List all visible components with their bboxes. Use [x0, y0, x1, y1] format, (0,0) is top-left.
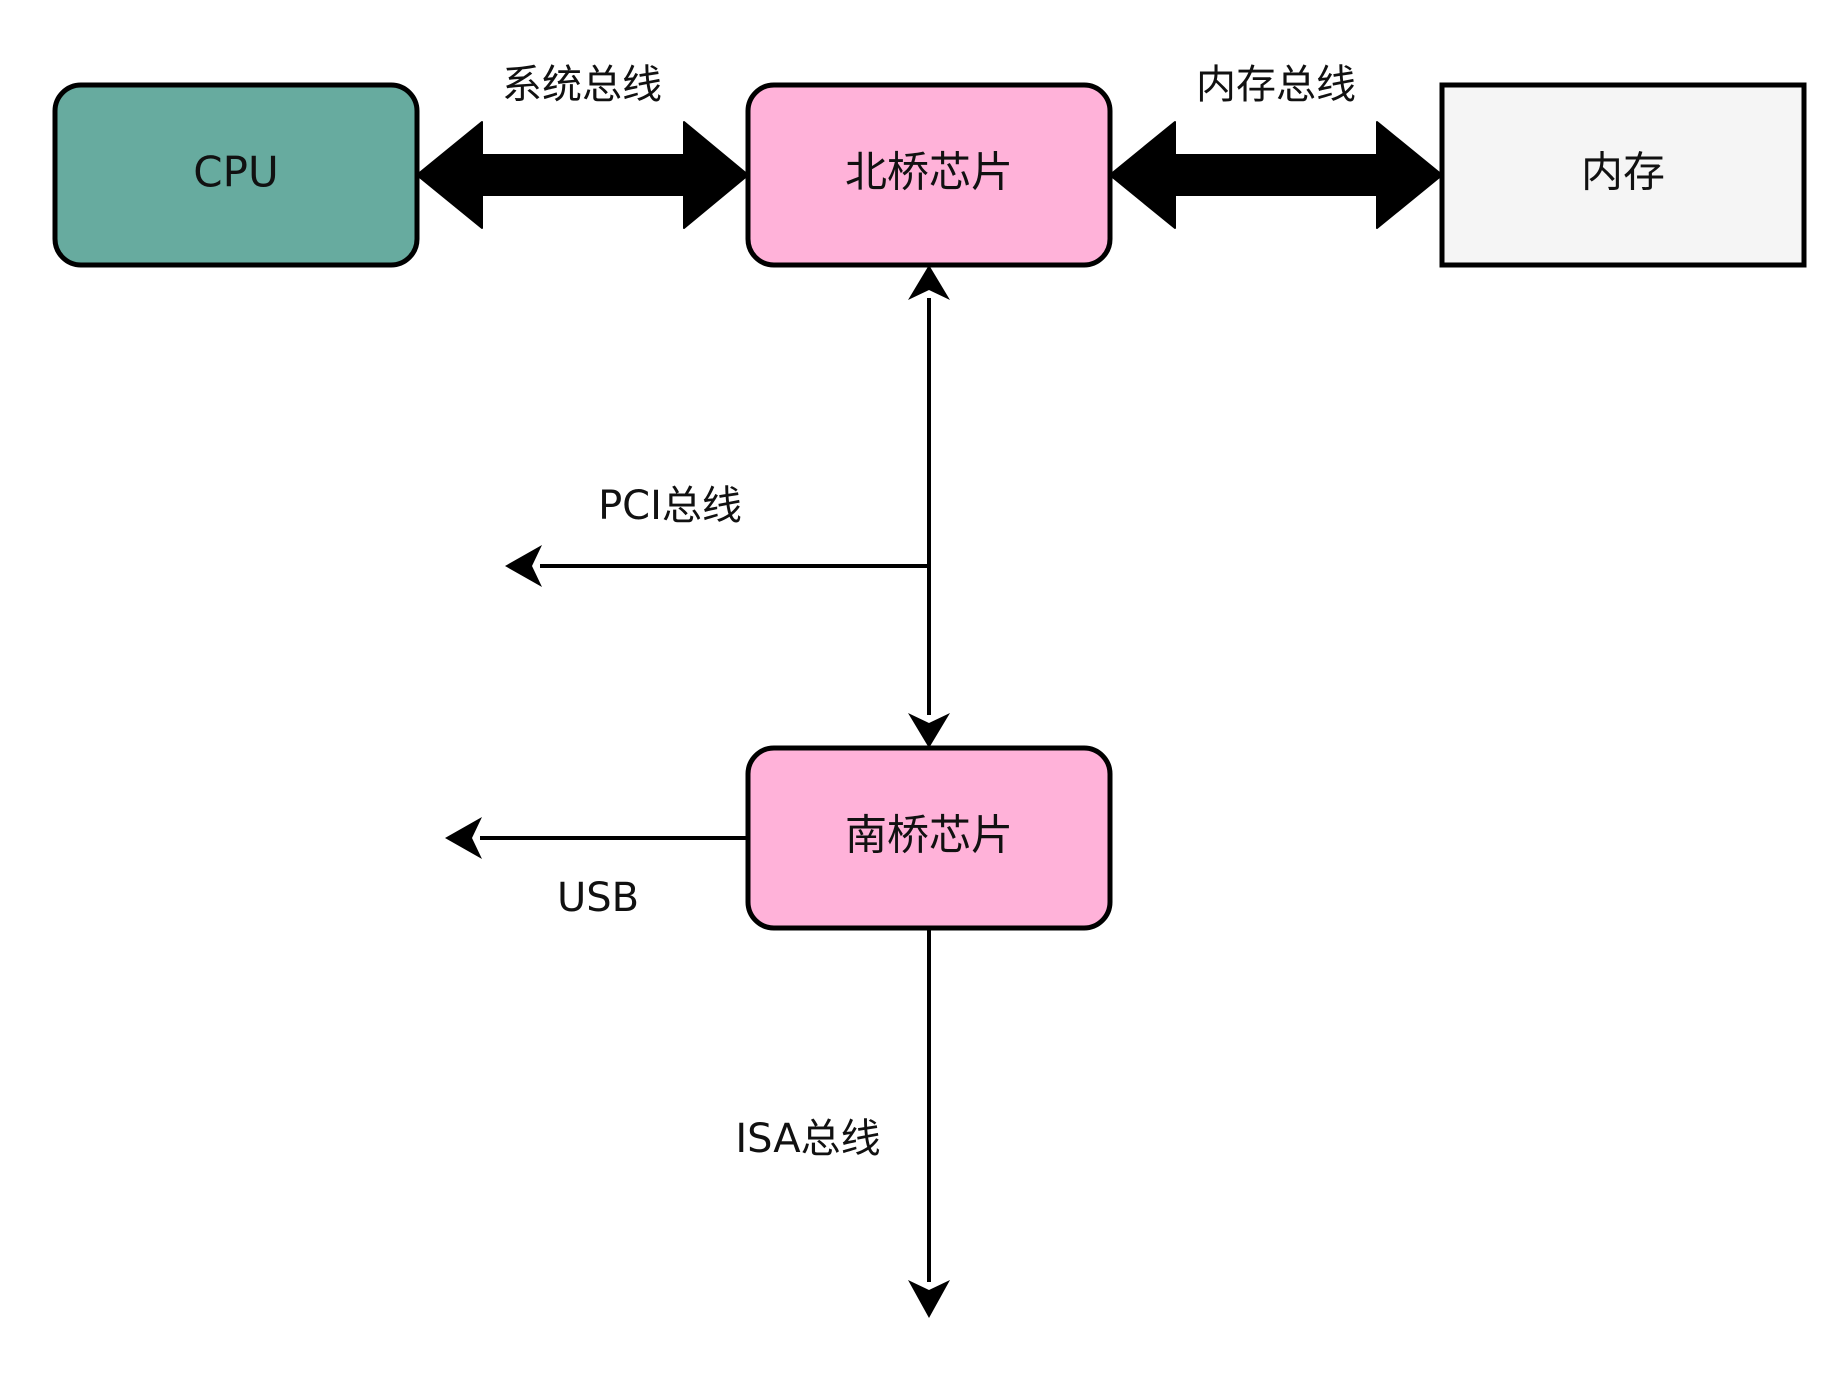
system-bus-arrow: [416, 121, 749, 229]
cpu-label: CPU: [193, 148, 278, 197]
memory-bus-arrow-shape: [1109, 121, 1443, 229]
usb-arrow: [445, 817, 748, 859]
pci-bus-label: PCI总线: [598, 483, 742, 529]
isa-bus-label: ISA总线: [735, 1116, 880, 1162]
memory-box: [1439, 82, 1807, 268]
system-bus-arrow-shape: [416, 121, 749, 229]
cpu-node: CPU: [52, 82, 420, 268]
southbridge-label: 南桥芯片: [845, 811, 1013, 860]
system-bus-label: 系统总线: [502, 62, 662, 108]
northbridge-node: 北桥芯片: [745, 82, 1113, 268]
usb-label: USB: [557, 875, 639, 921]
arrowhead-up-icon: [908, 265, 950, 300]
memory-label: 内存: [1581, 148, 1665, 197]
arrowhead-left-icon: [505, 545, 542, 587]
arrowhead-down-icon: [908, 1280, 950, 1318]
northbridge-label: 北桥芯片: [845, 148, 1013, 197]
arrowhead-left-icon: [445, 817, 482, 859]
memory-bus-arrow: [1109, 121, 1443, 229]
memory-node: 内存: [1439, 82, 1807, 268]
southbridge-node: 南桥芯片: [745, 745, 1113, 931]
memory-bus-label: 内存总线: [1196, 62, 1356, 108]
pci-bus-arrow: [505, 545, 929, 587]
north-south-connector: [908, 265, 950, 748]
isa-bus-arrow: [908, 928, 950, 1318]
arrowhead-down-icon: [908, 713, 950, 748]
